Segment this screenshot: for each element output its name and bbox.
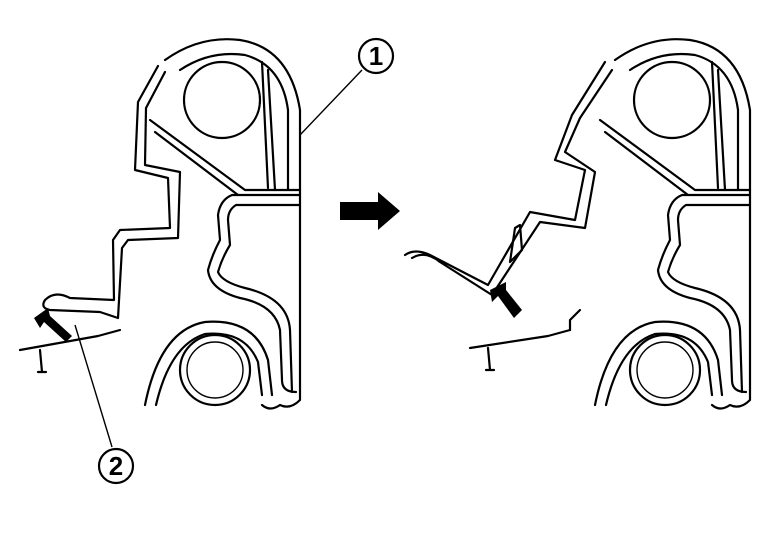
assembly-before bbox=[18, 38, 363, 448]
callout-1-label: 1 bbox=[369, 41, 383, 71]
push-arrow-icon bbox=[490, 282, 522, 318]
direction-arrow-icon bbox=[340, 192, 400, 230]
push-arrow-icon bbox=[34, 308, 72, 342]
callout-2-label: 2 bbox=[109, 451, 123, 481]
callout-1: 1 bbox=[357, 37, 395, 75]
callout-2: 2 bbox=[97, 447, 135, 485]
bracket-before bbox=[42, 64, 182, 320]
bracket-after bbox=[403, 60, 614, 372]
assembly-after bbox=[593, 38, 752, 410]
